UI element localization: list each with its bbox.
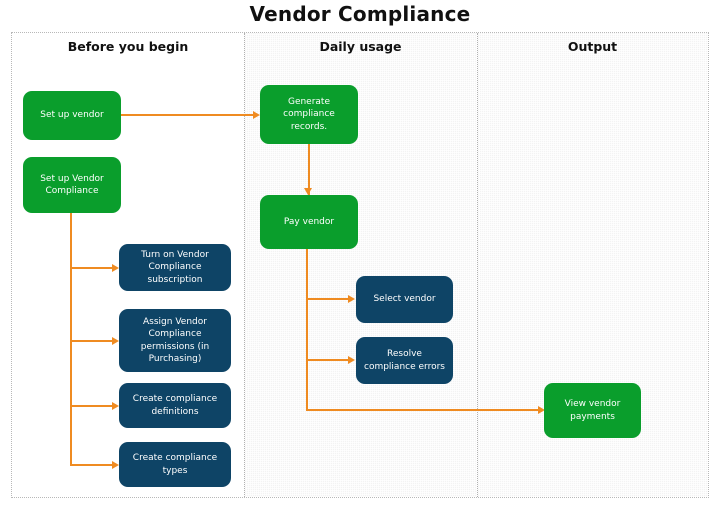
- edge-branch-select-vendor: [306, 298, 350, 300]
- arrowhead-turn-on-subscription: [112, 263, 119, 272]
- node-label-set-up-vendor-compliance: Set up Vendor Compliance: [40, 173, 104, 197]
- node-label-create-types: Create compliance types: [132, 453, 218, 476]
- node-create-definitions[interactable]: Create compliance definitions: [119, 383, 231, 428]
- arrowhead-assign-permissions: [112, 336, 119, 345]
- node-label-pay-vendor: Pay vendor: [283, 216, 335, 227]
- node-create-types[interactable]: Create compliance types: [119, 442, 231, 487]
- arrowhead-create-types: [112, 460, 119, 469]
- node-generate-records[interactable]: Generate compliance records.: [260, 85, 358, 144]
- page-title: Vendor Compliance: [249, 2, 471, 26]
- node-label-turn-on-subscription: Turn on Vendor Compliance subscription: [141, 249, 209, 285]
- lane-header-before-you-begin: Before you begin: [67, 39, 189, 54]
- arrowhead-resolve-errors: [348, 355, 355, 364]
- edge-branch-resolve-errors: [306, 359, 350, 361]
- node-set-up-vendor[interactable]: Set up vendor: [23, 91, 121, 140]
- edge-generate-records-to-pay-vendor: [308, 144, 310, 196]
- node-turn-on-subscription[interactable]: Turn on Vendor Compliance subscription: [119, 244, 231, 291]
- lane-header-output: Output: [567, 39, 618, 54]
- edge-trunk-vendor-compliance: [70, 213, 72, 466]
- node-label-set-up-vendor: Set up vendor: [40, 110, 104, 121]
- lane-header-daily-usage: Daily usage: [319, 39, 402, 54]
- node-select-vendor[interactable]: Select vendor: [356, 276, 453, 323]
- node-label-create-definitions: Create compliance definitions: [132, 394, 218, 417]
- edge-branch-create-types: [70, 464, 115, 466]
- arrowhead-select-vendor: [348, 294, 355, 303]
- node-pay-vendor[interactable]: Pay vendor: [260, 195, 358, 249]
- edge-branch-view-payments: [306, 409, 540, 411]
- node-assign-permissions[interactable]: Assign Vendor Compliance permissions (in…: [119, 309, 231, 372]
- edge-set-up-vendor-to-generate-records: [121, 114, 253, 116]
- node-label-assign-permissions: Assign Vendor Compliance permissions (in…: [140, 316, 210, 365]
- edge-branch-assign-permissions: [70, 340, 115, 342]
- node-set-up-vendor-compliance[interactable]: Set up Vendor Compliance: [23, 157, 121, 213]
- node-label-resolve-errors: Resolve compliance errors: [364, 349, 445, 372]
- node-label-select-vendor: Select vendor: [373, 294, 436, 305]
- arrowhead-create-definitions: [112, 401, 119, 410]
- node-label-view-payments: View vendor payments: [564, 399, 621, 422]
- lane-divider-2: [477, 33, 478, 497]
- arrowhead-view-payments: [538, 405, 545, 414]
- node-view-payments[interactable]: View vendor payments: [544, 383, 641, 438]
- arrowhead-generate-records: [253, 110, 260, 119]
- diagram-frame: Before you begin Daily usage Output Set …: [11, 32, 709, 498]
- edge-branch-turn-on-subscription: [70, 267, 115, 269]
- arrowhead-pay-vendor: [304, 188, 312, 195]
- lane-divider-1: [244, 33, 245, 497]
- node-resolve-errors[interactable]: Resolve compliance errors: [356, 337, 453, 384]
- node-label-generate-records: Generate compliance records.: [283, 96, 335, 132]
- edge-trunk-pay-vendor: [306, 249, 308, 411]
- lane-background-output: [477, 33, 708, 497]
- edge-branch-create-definitions: [70, 405, 115, 407]
